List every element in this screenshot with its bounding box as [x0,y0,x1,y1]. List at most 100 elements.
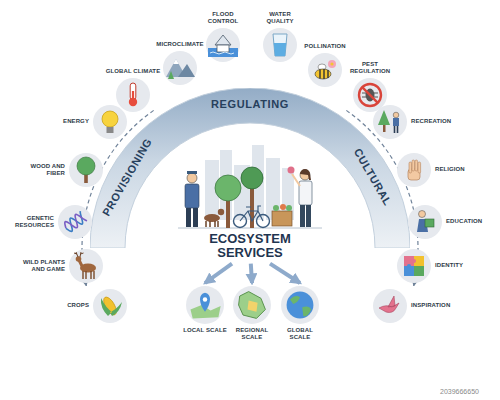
tree-crown [241,167,263,189]
icon-circle [373,105,407,139]
small-tree [168,71,174,79]
circle-ground [397,249,431,283]
person-head [393,112,399,118]
icon-circle [373,289,407,323]
dna-strand [63,211,87,233]
service-icon [273,34,287,56]
service-icon [129,83,137,106]
hand-finger [409,162,412,173]
deer-antlers [74,252,84,257]
service-circle: ENERGY [93,105,127,139]
circle-ground [116,78,150,112]
center-scene [178,145,322,228]
hand-finger [415,160,418,171]
service-label: CROPS [37,302,89,309]
central-title-box: ECOSYSTEM SERVICES [192,231,308,262]
service-label: MICROCLIMATE [151,41,209,48]
bee-body [315,69,331,79]
circle-ground [263,28,297,62]
service-icon [63,211,87,233]
ban-ring [359,84,381,106]
service-icon [190,293,220,319]
service-icon [208,35,238,57]
service-label: WILD PLANTS AND GAME [13,259,65,273]
service-icon [408,160,421,180]
icon-circle [263,28,297,62]
icon-circle [69,249,103,283]
service-circle: MICROCLIMATE [163,51,197,85]
corn-leaf [101,298,122,316]
icon-circle [206,28,240,62]
service-circle: RECREATION [373,105,407,139]
circle-ground [353,78,387,112]
circle-ground [58,205,92,239]
circle-ground [233,286,271,324]
service-circle: POLLINATION [308,53,342,87]
service-circle: GLOBAL CLIMATE [116,78,150,112]
scale-arrow [251,264,252,283]
map-pin [200,293,210,312]
service-icon [77,157,95,183]
ban-slash [362,87,378,103]
circle-ground [408,205,442,239]
dna-strand [63,211,87,233]
hand-finger [412,160,415,171]
service-label: ENERGY [37,118,89,125]
person-head [300,170,310,180]
service-label: EDUCATION [446,218,496,225]
service-icon [166,59,195,79]
icon-circle [93,289,127,323]
service-icon [359,84,381,106]
circle-ground [373,289,407,323]
icon-circle [116,78,150,112]
service-icon [74,252,96,279]
service-label: POLLINATION [296,43,354,50]
service-label: GLOBAL CLIMATE [105,68,161,75]
puzzle-piece [414,266,424,276]
bulb-base [107,127,114,133]
crate [272,211,292,226]
snow-cap [173,59,179,64]
bulb-glass [102,111,118,127]
icon-circle [58,205,92,239]
book [425,219,434,227]
region-map [239,292,266,319]
person-leg [306,205,311,227]
bird [379,296,399,313]
scale-arrow [270,264,300,283]
service-circle: WOOD AND FIBER [69,153,103,187]
pine-tree [378,110,390,125]
service-icon [417,211,434,233]
icon-circle [186,286,224,324]
icon-circle [353,78,387,112]
house-roof [215,35,231,45]
flower [288,167,295,174]
service-circle: WILD PLANTS AND GAME [69,249,103,283]
stock-number: 2039666650 [440,388,479,395]
person-cap [187,171,197,174]
circle-ground [93,105,127,139]
circle-ground [206,28,240,62]
person-arm [292,174,300,186]
vegetable [280,204,286,210]
bike-frame [240,206,263,221]
glass [273,34,287,56]
vegetable [273,205,279,211]
house-wall [217,45,229,52]
thermometer [130,83,136,100]
service-circle: GENETIC RESOURCES [58,205,92,239]
wave [210,52,234,54]
service-circle: RELIGION [397,153,431,187]
service-circle: WATER QUALITY [263,28,297,62]
icon-circle [281,286,319,324]
icon-circle [233,286,271,324]
service-label: IDENTITY [435,262,487,269]
service-label: LOCAL SCALE [183,327,227,334]
service-circle: FLOOD CONTROL [206,28,240,62]
mountain [178,64,195,77]
person-body [185,184,199,208]
person-head [419,211,426,218]
service-label: FLOOD CONTROL [198,11,248,25]
service-label: RELIGION [435,166,487,173]
